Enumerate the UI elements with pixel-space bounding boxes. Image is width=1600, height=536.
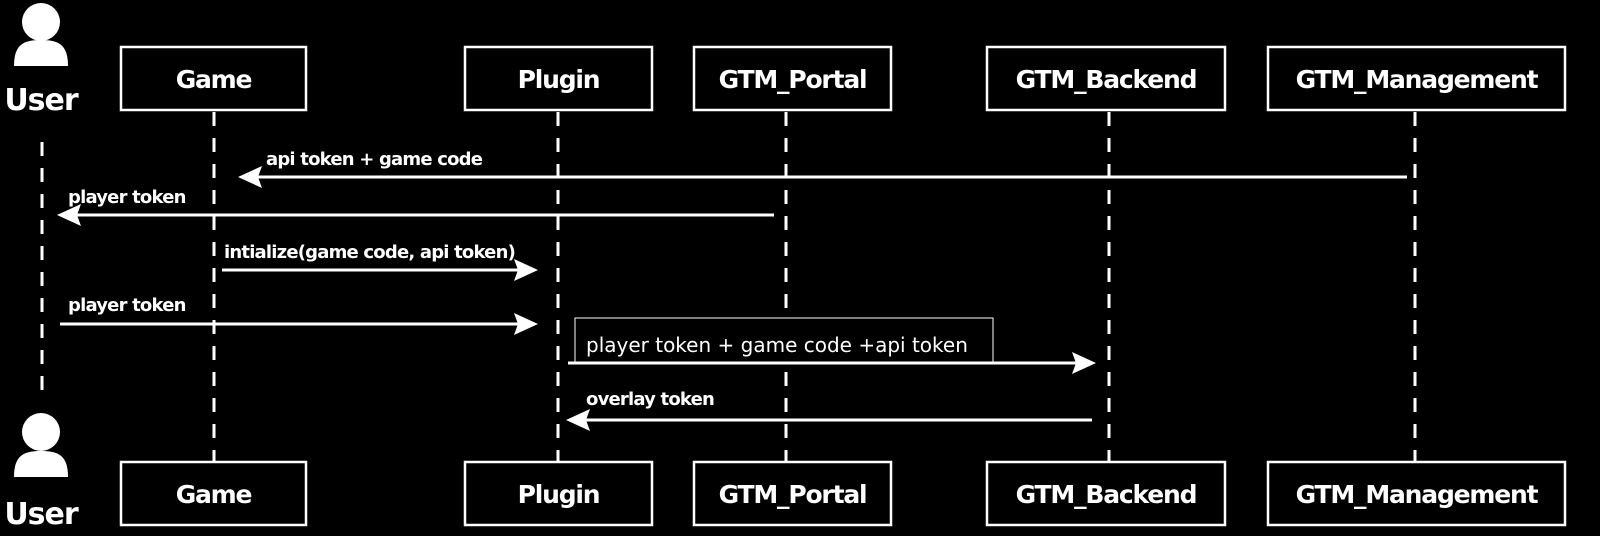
message-label: player token + game code +api token — [586, 333, 968, 357]
actor-user-top: User — [4, 3, 80, 118]
participant-plugin-bottom: Plugin — [463, 460, 654, 527]
message-initialize: intialize(game code, api token) — [222, 242, 538, 281]
actor-label-top: User — [4, 83, 79, 118]
participant-label-gtm-management: GTM_Management — [1296, 480, 1539, 509]
arrow-left-icon — [566, 409, 590, 431]
participant-gtm-backend-bottom: GTM_Backend — [985, 460, 1227, 527]
participant-gtm-management-bottom: GTM_Management — [1266, 460, 1567, 527]
user-icon — [14, 413, 68, 477]
message-label: player token — [68, 187, 186, 208]
participant-gtm-portal-bottom: GTM_Portal — [692, 460, 893, 527]
user-icon — [14, 3, 68, 66]
message-api-token-game-code: api token + game code — [238, 149, 1407, 188]
participant-gtm-backend-top: GTM_Backend — [985, 45, 1227, 112]
participant-label-gtm-portal: GTM_Portal — [719, 480, 867, 509]
message-player-token-game-code-api-token: player token + game code +api token — [568, 317, 1096, 374]
participant-label-game: Game — [176, 480, 252, 509]
arrow-left-icon — [57, 204, 81, 226]
message-label-box — [574, 317, 994, 365]
message-player-token-to-user: player token — [57, 187, 774, 226]
message-player-token-to-plugin: player token — [60, 295, 538, 335]
participant-label-gtm-portal: GTM_Portal — [719, 65, 867, 94]
participant-label-gtm-management: GTM_Management — [1296, 65, 1539, 94]
participant-game-top: Game — [119, 45, 308, 112]
participant-game-bottom: Game — [119, 460, 308, 527]
participant-gtm-management-top: GTM_Management — [1266, 45, 1567, 112]
actor-label-bottom: User — [4, 497, 79, 532]
participant-label-plugin: Plugin — [518, 65, 600, 94]
arrow-left-icon — [238, 166, 262, 188]
message-label: api token + game code — [266, 149, 483, 170]
participant-label-gtm-backend: GTM_Backend — [1016, 480, 1197, 509]
participant-label-game: Game — [176, 65, 252, 94]
participant-label-plugin: Plugin — [518, 480, 600, 509]
actor-user-bottom: User — [4, 413, 80, 532]
arrow-right-icon — [514, 259, 538, 281]
message-overlay-token: overlay token — [566, 389, 1092, 431]
message-label: player token — [68, 295, 186, 316]
participant-plugin-top: Plugin — [463, 45, 654, 112]
participant-label-gtm-backend: GTM_Backend — [1016, 65, 1197, 94]
message-label: overlay token — [586, 389, 714, 410]
arrow-right-icon — [1072, 352, 1096, 374]
participant-gtm-portal-top: GTM_Portal — [692, 45, 893, 112]
arrow-right-icon — [514, 313, 538, 335]
message-label: intialize(game code, api token) — [224, 242, 515, 263]
